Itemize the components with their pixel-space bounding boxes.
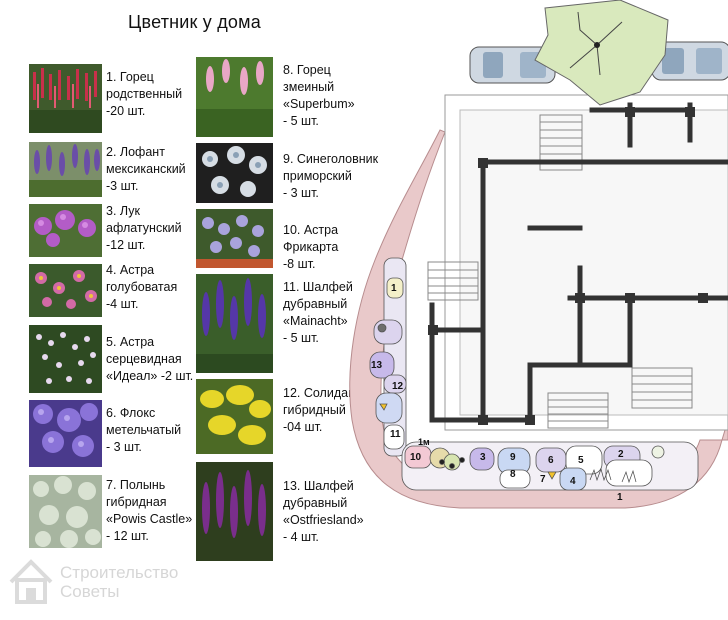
bed-label-1-top: 1 — [391, 283, 397, 294]
grass-clumps — [589, 467, 637, 484]
tree-marker-label: 1м — [418, 437, 430, 447]
watermark: Строительство Советы — [8, 558, 178, 606]
left-stairs — [427, 261, 479, 301]
bottom-stairs — [547, 392, 609, 429]
tree-canopy — [534, 0, 669, 106]
photo-solidago-hybrid — [196, 379, 273, 454]
bed-label-9: 9 — [510, 452, 516, 463]
house-logo-icon — [9, 559, 53, 604]
photo-aster-cordifolius — [29, 325, 102, 393]
photo-aster-frikartii — [196, 209, 273, 268]
photo-agastache-mexicana — [29, 142, 102, 197]
bed-label-10: 10 — [410, 452, 422, 463]
bed-label-11: 11 — [390, 429, 401, 440]
bed-label-4: 4 — [570, 476, 576, 487]
bed-label-7: 7 — [540, 474, 546, 485]
photo-eryngium-maritimum — [196, 143, 273, 203]
photo-allium-aflatunense — [29, 204, 102, 257]
photo-aster-blue — [29, 264, 102, 317]
photo-bistorta-superbum — [196, 57, 273, 137]
watermark-line-1: Строительство — [60, 563, 179, 582]
bed-label-1-bottom: 1 — [617, 492, 623, 503]
bed-label-2: 2 — [618, 449, 624, 460]
photo-salvia-ostfriesland — [196, 462, 273, 561]
photo-artemisia-powis-castle — [29, 475, 102, 548]
photo-phlox-paniculata — [29, 400, 102, 467]
car-right — [651, 41, 728, 81]
bed-label-12: 12 — [392, 381, 404, 392]
bed-label-8: 8 — [510, 469, 516, 480]
photo-salvia-mainacht — [196, 274, 273, 373]
watermark-line-2: Советы — [60, 582, 120, 601]
right-stairs — [631, 367, 693, 409]
bottom-flower-row — [401, 441, 699, 491]
bed-label-5: 5 — [578, 455, 584, 466]
photo-polygonum-amplexicaule — [29, 64, 102, 133]
left-flower-column — [369, 257, 407, 457]
bed-label-13: 13 — [371, 360, 383, 371]
page-title: Цветник у дома — [128, 12, 261, 32]
bed-label-6: 6 — [548, 455, 554, 466]
bed-label-3: 3 — [480, 452, 486, 463]
